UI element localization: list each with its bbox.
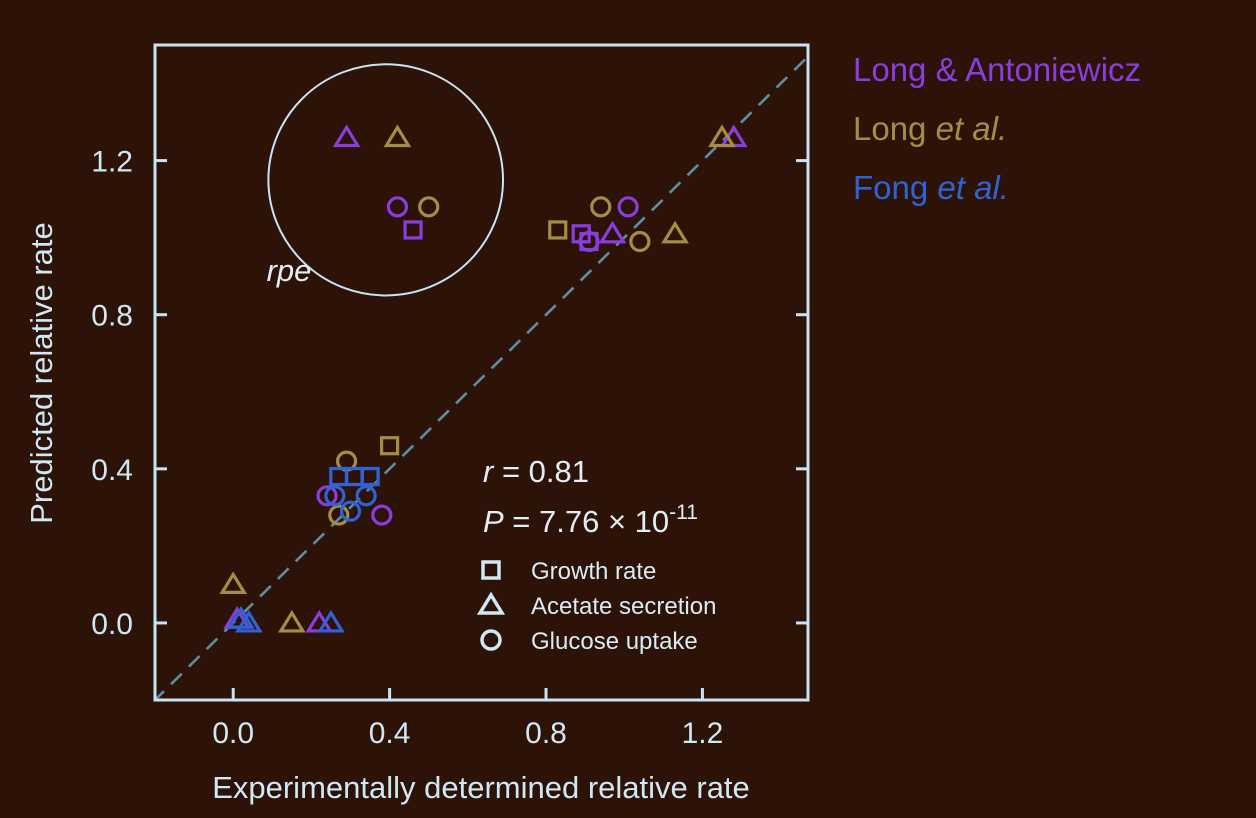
data-point-triangle-series-0-6	[598, 220, 627, 244]
data-point-triangle-series-2-7	[234, 609, 263, 633]
source-legend-entry-2: Fong et al.	[853, 169, 1009, 206]
data-point-circle-series-1-9	[328, 504, 350, 526]
data-point-square-series-0-2	[403, 220, 423, 240]
y-tick-label-1: 0.4	[91, 454, 133, 487]
data-point-circle-series-2-4	[355, 485, 377, 507]
rpe-annotation-label: rpe	[267, 253, 312, 288]
legend-label-triangle: Acetate secretion	[531, 593, 716, 620]
legend-marker-circle	[480, 629, 502, 651]
plot-frame	[153, 43, 810, 702]
legend-marker-triangle	[476, 591, 506, 615]
data-point-circle-series-0-11	[371, 504, 393, 526]
data-point-triangle-series-1-0	[383, 124, 412, 148]
data-point-circle-series-0-1	[386, 196, 409, 218]
data-point-circle-series-1-5	[629, 230, 651, 253]
data-point-circle-series-1-1	[418, 196, 440, 218]
data-point-circle-series-2-3	[324, 485, 346, 507]
x-tick-label-3: 1.2	[682, 717, 724, 750]
source-legend-entry-0: Long & Antoniewicz	[853, 51, 1141, 88]
legend-label-circle: Glucose uptake	[531, 628, 698, 655]
data-point-circle-series-2-5	[339, 500, 362, 522]
x-tick-label-1: 0.4	[369, 717, 411, 750]
data-point-circle-series-0-10	[316, 485, 338, 507]
data-point-circle-series-1-4	[590, 196, 612, 218]
data-point-circle-series-0-8	[578, 230, 600, 253]
identity-line	[155, 54, 808, 700]
y-axis-title: Predicted relative rate	[24, 222, 59, 524]
legend-marker-square	[481, 560, 501, 580]
y-tick-label-0: 0.0	[91, 608, 133, 641]
rpe-annotation-circle	[267, 63, 505, 297]
data-point-triangle-series-1-11	[278, 609, 306, 633]
data-point-square-series-2-2	[360, 466, 380, 487]
correlation-p: P = 7.76 × 10-11	[483, 501, 698, 539]
y-tick-label-3: 1.2	[91, 146, 133, 179]
y-tick-label-2: 0.8	[91, 300, 133, 333]
x-tick-label-0: 0.0	[212, 717, 254, 750]
legend-label-square: Growth rate	[531, 558, 656, 585]
data-point-triangle-series-0-0	[332, 124, 361, 148]
data-point-triangle-series-1-2	[708, 124, 736, 148]
x-tick-label-2: 0.8	[525, 717, 567, 750]
source-legend-entry-1: Long et al.	[853, 110, 1007, 147]
data-point-square-series-1-7	[380, 436, 400, 456]
data-point-triangle-series-1-6	[661, 220, 689, 244]
x-axis-title: Experimentally determined relative rate	[212, 770, 750, 805]
data-point-square-series-1-3	[548, 220, 568, 240]
data-point-triangle-series-2-8	[317, 609, 345, 633]
correlation-r: r = 0.81	[483, 454, 589, 489]
data-point-triangle-series-1-10	[219, 571, 248, 595]
data-point-circle-series-0-4	[617, 196, 639, 218]
